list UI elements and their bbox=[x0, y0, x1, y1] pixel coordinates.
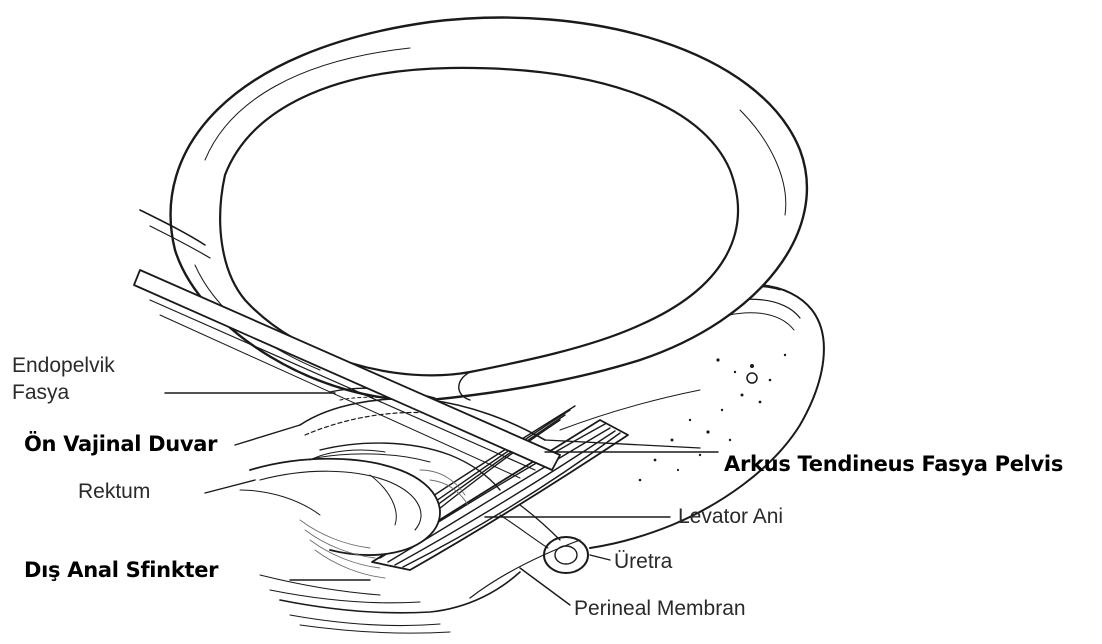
urethra bbox=[500, 505, 588, 573]
leader-uretra bbox=[590, 555, 610, 560]
label-endopelvik-fasya: Endopelvik Fasya bbox=[12, 352, 115, 406]
label-dis-anal-sfinkter: Dış Anal Sfinkter bbox=[24, 558, 218, 582]
leader-rektum bbox=[205, 480, 255, 493]
rectum bbox=[240, 450, 440, 555]
label-endopelvik-line1: Endopelvik bbox=[12, 352, 115, 379]
label-on-vajinal-duvar: Ön Vajinal Duvar bbox=[24, 432, 217, 456]
label-endopelvik-line2: Fasya bbox=[12, 379, 115, 406]
label-uretra: Üretra bbox=[614, 550, 672, 574]
leader-on-vajinal bbox=[235, 425, 300, 445]
label-levator-ani: Levator Ani bbox=[678, 505, 783, 529]
label-perineal-membran: Perineal Membran bbox=[574, 597, 746, 621]
label-rektum: Rektum bbox=[78, 480, 150, 504]
label-arkus-tendineus: Arkus Tendineus Fasya Pelvis bbox=[724, 452, 1063, 476]
